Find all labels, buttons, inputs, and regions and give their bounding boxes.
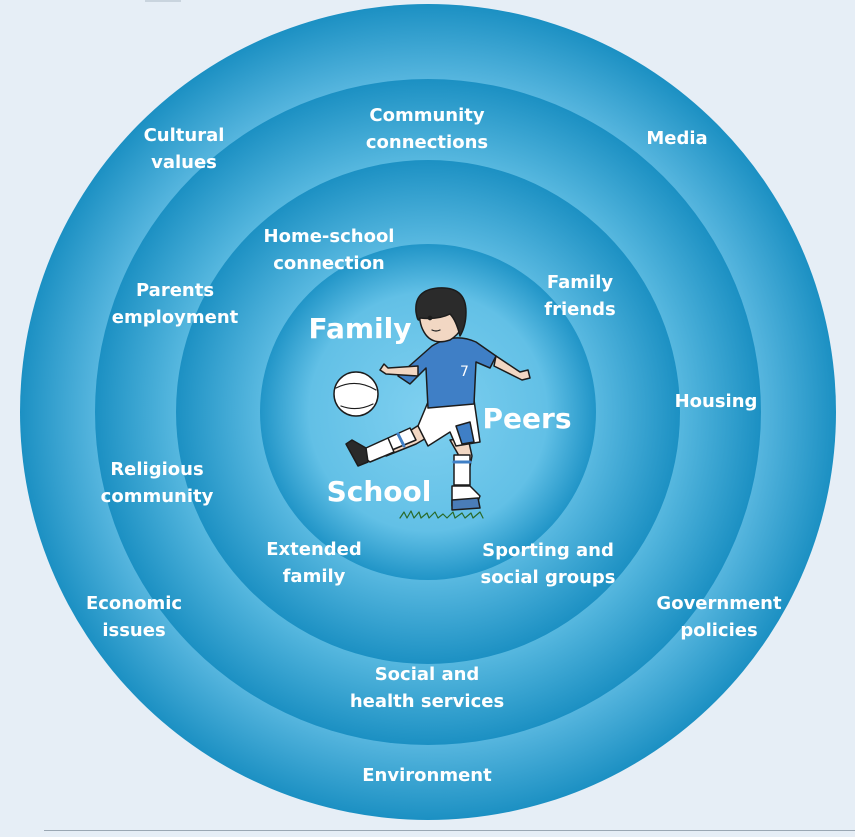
label-line: values bbox=[151, 152, 217, 173]
label-line: Religious bbox=[110, 459, 204, 480]
label-line: health services bbox=[349, 691, 505, 712]
label-line: connections bbox=[365, 132, 489, 153]
label-environment: Environment bbox=[362, 762, 491, 789]
label-line: Media bbox=[646, 128, 708, 149]
label-line: Cultural bbox=[143, 125, 225, 146]
label-sporting-social-groups: Sporting and social groups bbox=[480, 537, 615, 591]
svg-text:7: 7 bbox=[460, 364, 469, 380]
label-line: friends bbox=[544, 299, 616, 320]
label-community-connections: Community connections bbox=[366, 102, 488, 156]
center-label-family: Family bbox=[308, 312, 412, 345]
label-line: community bbox=[100, 486, 214, 507]
label-government-policies: Government policies bbox=[656, 590, 781, 644]
label-housing: Housing bbox=[675, 388, 758, 415]
label-economic-issues: Economic issues bbox=[86, 590, 182, 644]
label-line: family bbox=[282, 566, 346, 587]
label-line: Extended bbox=[266, 539, 362, 560]
label-line: Sporting and bbox=[482, 540, 614, 561]
label-media: Media bbox=[646, 125, 707, 152]
center-label-peers: Peers bbox=[482, 402, 572, 435]
label-line: social groups bbox=[480, 567, 616, 588]
label-line: connection bbox=[273, 253, 385, 274]
label-line: issues bbox=[102, 620, 166, 641]
label-cultural-values: Cultural values bbox=[144, 122, 225, 176]
label-line: Family bbox=[546, 272, 614, 293]
label-line: policies bbox=[680, 620, 758, 641]
label-line: Community bbox=[369, 105, 485, 126]
soccer-ball bbox=[333, 371, 379, 417]
label-line: employment bbox=[111, 307, 239, 328]
label-extended-family: Extended family bbox=[266, 536, 362, 590]
boy-kicking-ball-illustration: 7 bbox=[333, 287, 531, 519]
label-line: Parents bbox=[135, 280, 215, 301]
label-line: Environment bbox=[362, 765, 492, 786]
label-line: Social and bbox=[374, 664, 480, 685]
top-tab-mark bbox=[145, 0, 181, 2]
center-label-school: School bbox=[326, 475, 432, 508]
label-line: Home-school bbox=[263, 226, 395, 247]
bottom-rule bbox=[44, 830, 855, 831]
label-home-school-connection: Home-school connection bbox=[264, 223, 395, 277]
label-line: Housing bbox=[674, 391, 758, 412]
label-line: Government bbox=[656, 593, 782, 614]
label-line: Economic bbox=[85, 593, 183, 614]
label-parents-employment: Parents employment bbox=[112, 277, 239, 331]
label-family-friends: Family friends bbox=[544, 269, 616, 323]
label-religious-community: Religious community bbox=[101, 456, 214, 510]
label-social-health-services: Social and health services bbox=[350, 661, 504, 715]
